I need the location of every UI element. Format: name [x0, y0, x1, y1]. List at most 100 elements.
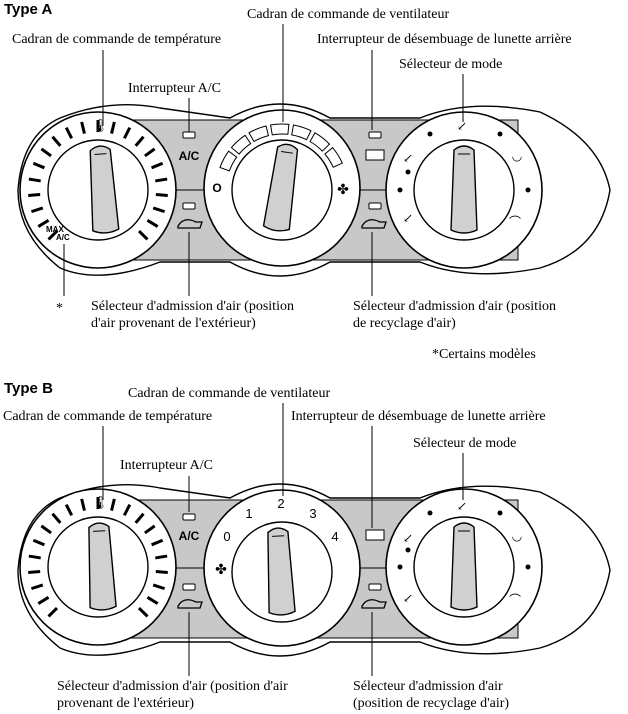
type-a-heading: Type A [4, 1, 53, 18]
temp-tick [47, 606, 59, 618]
temp-tick [80, 498, 86, 511]
type-a-asterisk: * [56, 301, 63, 316]
temp-tick [28, 570, 41, 574]
thermometer-icon: 🌡 [92, 495, 109, 510]
fan-icon: ✤ [337, 183, 349, 198]
mode-bilevel-icon: ↙ [403, 151, 413, 165]
mode-bilevel-icon: ↙ [403, 531, 413, 545]
type-a-temperature-dial[interactable]: 🌡 MAX A/C [19, 111, 177, 269]
intake-outside-led [182, 202, 196, 210]
temp-tick [144, 147, 156, 158]
fan-speed-segment [324, 146, 343, 168]
rear-defrost-icon[interactable] [365, 149, 385, 161]
type-a-intake-recirc-label: Sélecteur d'admission d'air (position de… [353, 299, 556, 331]
type-a-ac-button[interactable]: A/C [179, 149, 200, 163]
type-b-leader-lines [102, 403, 464, 676]
type-a-fan-dial[interactable]: O ✤ [203, 109, 361, 267]
recirc-air-icon[interactable] [361, 219, 387, 229]
type-a-fan-dial-label: Cadran de commande de ventilateur [247, 7, 450, 22]
fan-speed-segment [291, 124, 312, 141]
max-ac-label: MAX [46, 225, 64, 234]
temp-tick [51, 512, 62, 524]
fan-speed-segment [309, 132, 331, 152]
temp-tick [40, 524, 52, 535]
type-a-rear-defrost-label: Interrupteur de désembuage de lunette ar… [317, 32, 572, 47]
type-a-ac-switch-label: Interrupteur A/C [128, 81, 221, 96]
temp-tick [151, 161, 164, 170]
temperature-scale-ticks [28, 120, 168, 241]
temp-tick [40, 147, 52, 158]
fan-speed-0: 0 [223, 529, 230, 544]
fan-speed-segment [219, 150, 238, 172]
type-a-leader-lines [63, 24, 464, 296]
type-b-mode-selector-label: Sélecteur de mode [413, 436, 517, 451]
temp-tick [146, 596, 159, 605]
ac-indicator-led [182, 131, 196, 139]
temp-tick [28, 177, 41, 183]
temperature-scale-ticks [28, 497, 168, 618]
temp-tick [30, 206, 44, 214]
type-a-temp-dial-label: Cadran de commande de température [12, 32, 222, 47]
recirc-air-icon[interactable] [361, 599, 387, 609]
temp-tick [37, 219, 50, 228]
mode-defrost-icon: ⌒ [509, 215, 521, 229]
temp-tick [134, 135, 145, 147]
temp-tick [32, 538, 45, 547]
ac-indicator-led [182, 513, 196, 521]
fan-speed-arc [219, 123, 343, 172]
temp-tick [64, 126, 74, 140]
recirc-led [368, 583, 382, 591]
temp-tick [51, 135, 62, 147]
temp-tick [152, 583, 166, 591]
type-a-panel: 🌡 MAX A/C A/C O ✤ [17, 24, 611, 296]
fan-speed-3: 3 [309, 506, 316, 521]
type-b-ac-switch-label: Interrupteur A/C [120, 458, 213, 473]
temp-tick [146, 219, 159, 228]
fan-speed-4: 4 [331, 529, 338, 544]
type-a-some-models-note: *Certains modèles [432, 347, 536, 362]
type-b-ac-button[interactable]: A/C [179, 529, 200, 543]
temp-tick [155, 570, 168, 574]
temp-tick [30, 583, 44, 591]
max-ac-label-2: A/C [56, 233, 70, 242]
mode-defrost-feet-icon: ◡ [512, 529, 522, 543]
temp-tick [134, 512, 145, 524]
type-b-fan-dial-label: Cadran de commande de ventilateur [128, 386, 331, 401]
fan-speed-segment [269, 123, 290, 136]
type-a-intake-outside-label: Sélecteur d'admission d'air (position d'… [91, 299, 294, 331]
temp-tick [152, 206, 166, 214]
fan-speed-segment [230, 134, 252, 155]
temp-tick [32, 161, 45, 170]
rear-defrost-icon[interactable] [365, 529, 385, 541]
temp-tick [155, 177, 168, 183]
thermometer-icon: 🌡 [92, 118, 109, 133]
temp-tick [110, 121, 116, 134]
type-b-rear-defrost-label: Interrupteur de désembuage de lunette ar… [291, 409, 546, 424]
mode-feet-icon: ↙ [403, 211, 413, 225]
temp-tick [37, 596, 50, 605]
temp-tick [144, 524, 156, 535]
fan-speed-1: 1 [245, 506, 252, 521]
recirc-led [368, 202, 382, 210]
temp-tick [28, 193, 41, 197]
temp-tick [155, 193, 168, 197]
type-a-mode-dial[interactable]: ↙ ↙ ↙ ◡ ⌒ [385, 111, 543, 269]
rear-defrost-led [368, 131, 382, 139]
type-b-intake-recirc-label: Sélecteur d'admission d'air (position de… [353, 679, 510, 711]
type-b-fan-dial[interactable]: 0 1 2 3 4 ✤ [203, 489, 361, 647]
mode-face-icon: ↙ [457, 499, 467, 513]
outside-air-icon[interactable] [177, 219, 203, 229]
temp-tick [80, 121, 86, 134]
temp-tick [137, 229, 149, 241]
type-b-panel: 🌡 A/C 0 1 2 3 4 ✤ ↙ [17, 403, 611, 676]
type-b-temperature-dial[interactable]: 🌡 [19, 488, 177, 646]
mode-face-icon: ↙ [457, 119, 467, 133]
temp-tick [151, 538, 164, 547]
fan-speed-2: 2 [277, 496, 284, 511]
type-b-mode-dial[interactable]: ↙ ↙ ↙ ◡ ⌒ [385, 488, 543, 646]
mode-feet-icon: ↙ [403, 591, 413, 605]
outside-air-icon[interactable] [177, 599, 203, 609]
type-b-heading: Type B [4, 380, 53, 397]
temp-tick [47, 229, 59, 241]
